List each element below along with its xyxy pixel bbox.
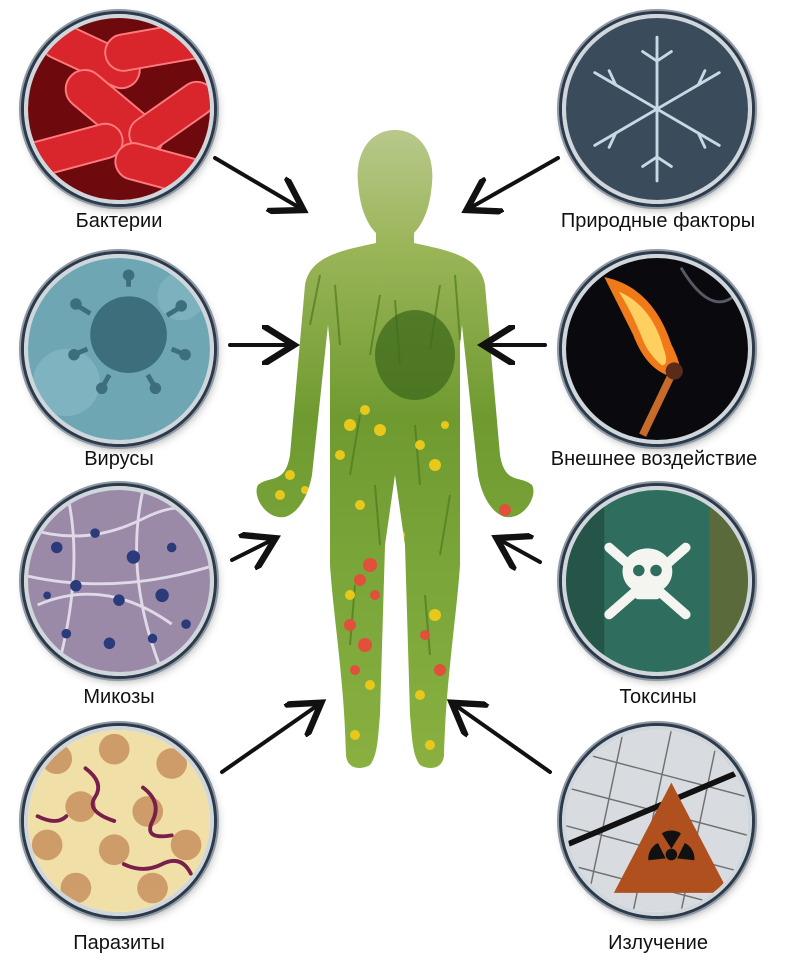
snowflake-icon <box>562 14 752 204</box>
bacteria-icon <box>24 14 214 204</box>
burning-match-icon <box>562 254 752 444</box>
label-viruses: Вирусы <box>84 448 154 471</box>
human-silhouette-icon <box>250 125 540 775</box>
label-parasites: Паразиты <box>73 932 164 955</box>
label-radiation: Излучение <box>608 932 708 955</box>
label-natural-factors: Природные факторы <box>561 210 755 233</box>
parasite-icon <box>24 726 214 916</box>
label-mycoses: Микозы <box>83 686 154 709</box>
label-bacteria: Бактерии <box>76 210 163 233</box>
label-toxins: Токсины <box>619 686 696 709</box>
virus-icon <box>24 254 214 444</box>
fungus-icon <box>24 486 214 676</box>
skull-crossbones-icon <box>562 486 752 676</box>
radiation-warning-icon <box>562 726 752 916</box>
label-external-impact: Внешнее воздействие <box>551 448 757 471</box>
